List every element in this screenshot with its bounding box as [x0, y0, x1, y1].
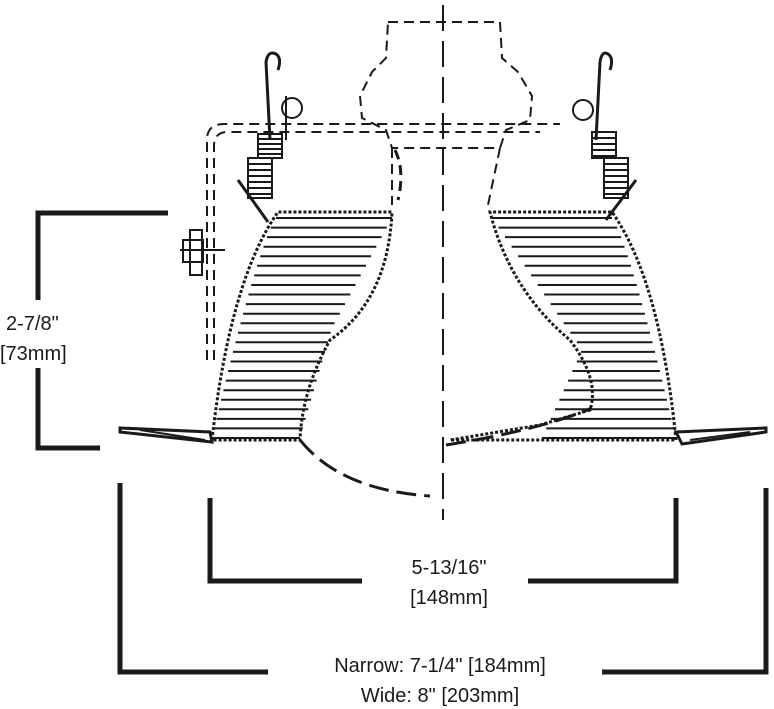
mounting-bracket — [206, 123, 560, 360]
aperture-label-metric: [148mm] — [410, 587, 488, 609]
trim-label-wide: Wide: 8" [203mm] — [361, 685, 519, 707]
height-label-imperial: 2-7/8" — [6, 313, 59, 335]
left-baffle — [210, 210, 394, 442]
lamp-neck — [393, 149, 403, 201]
trim-flange — [118, 426, 768, 446]
lamp-outline-right — [445, 406, 593, 447]
height-label-metric: [73mm] — [0, 343, 67, 365]
lamp-outline-left — [298, 439, 431, 498]
right-baffle — [449, 210, 678, 442]
trim-label-narrow: Narrow: 7-1/4" [184mm] — [334, 655, 546, 677]
left-spring-clip — [236, 51, 303, 223]
trim-dimension-bracket — [117, 483, 769, 675]
aperture-dimension-bracket — [207, 498, 679, 584]
aperture-label-imperial: 5-13/16" — [412, 557, 487, 579]
right-spring-clip — [572, 51, 638, 221]
side-clamp — [180, 229, 225, 276]
height-dimension-bracket — [35, 210, 168, 451]
socket-housing — [358, 21, 534, 206]
